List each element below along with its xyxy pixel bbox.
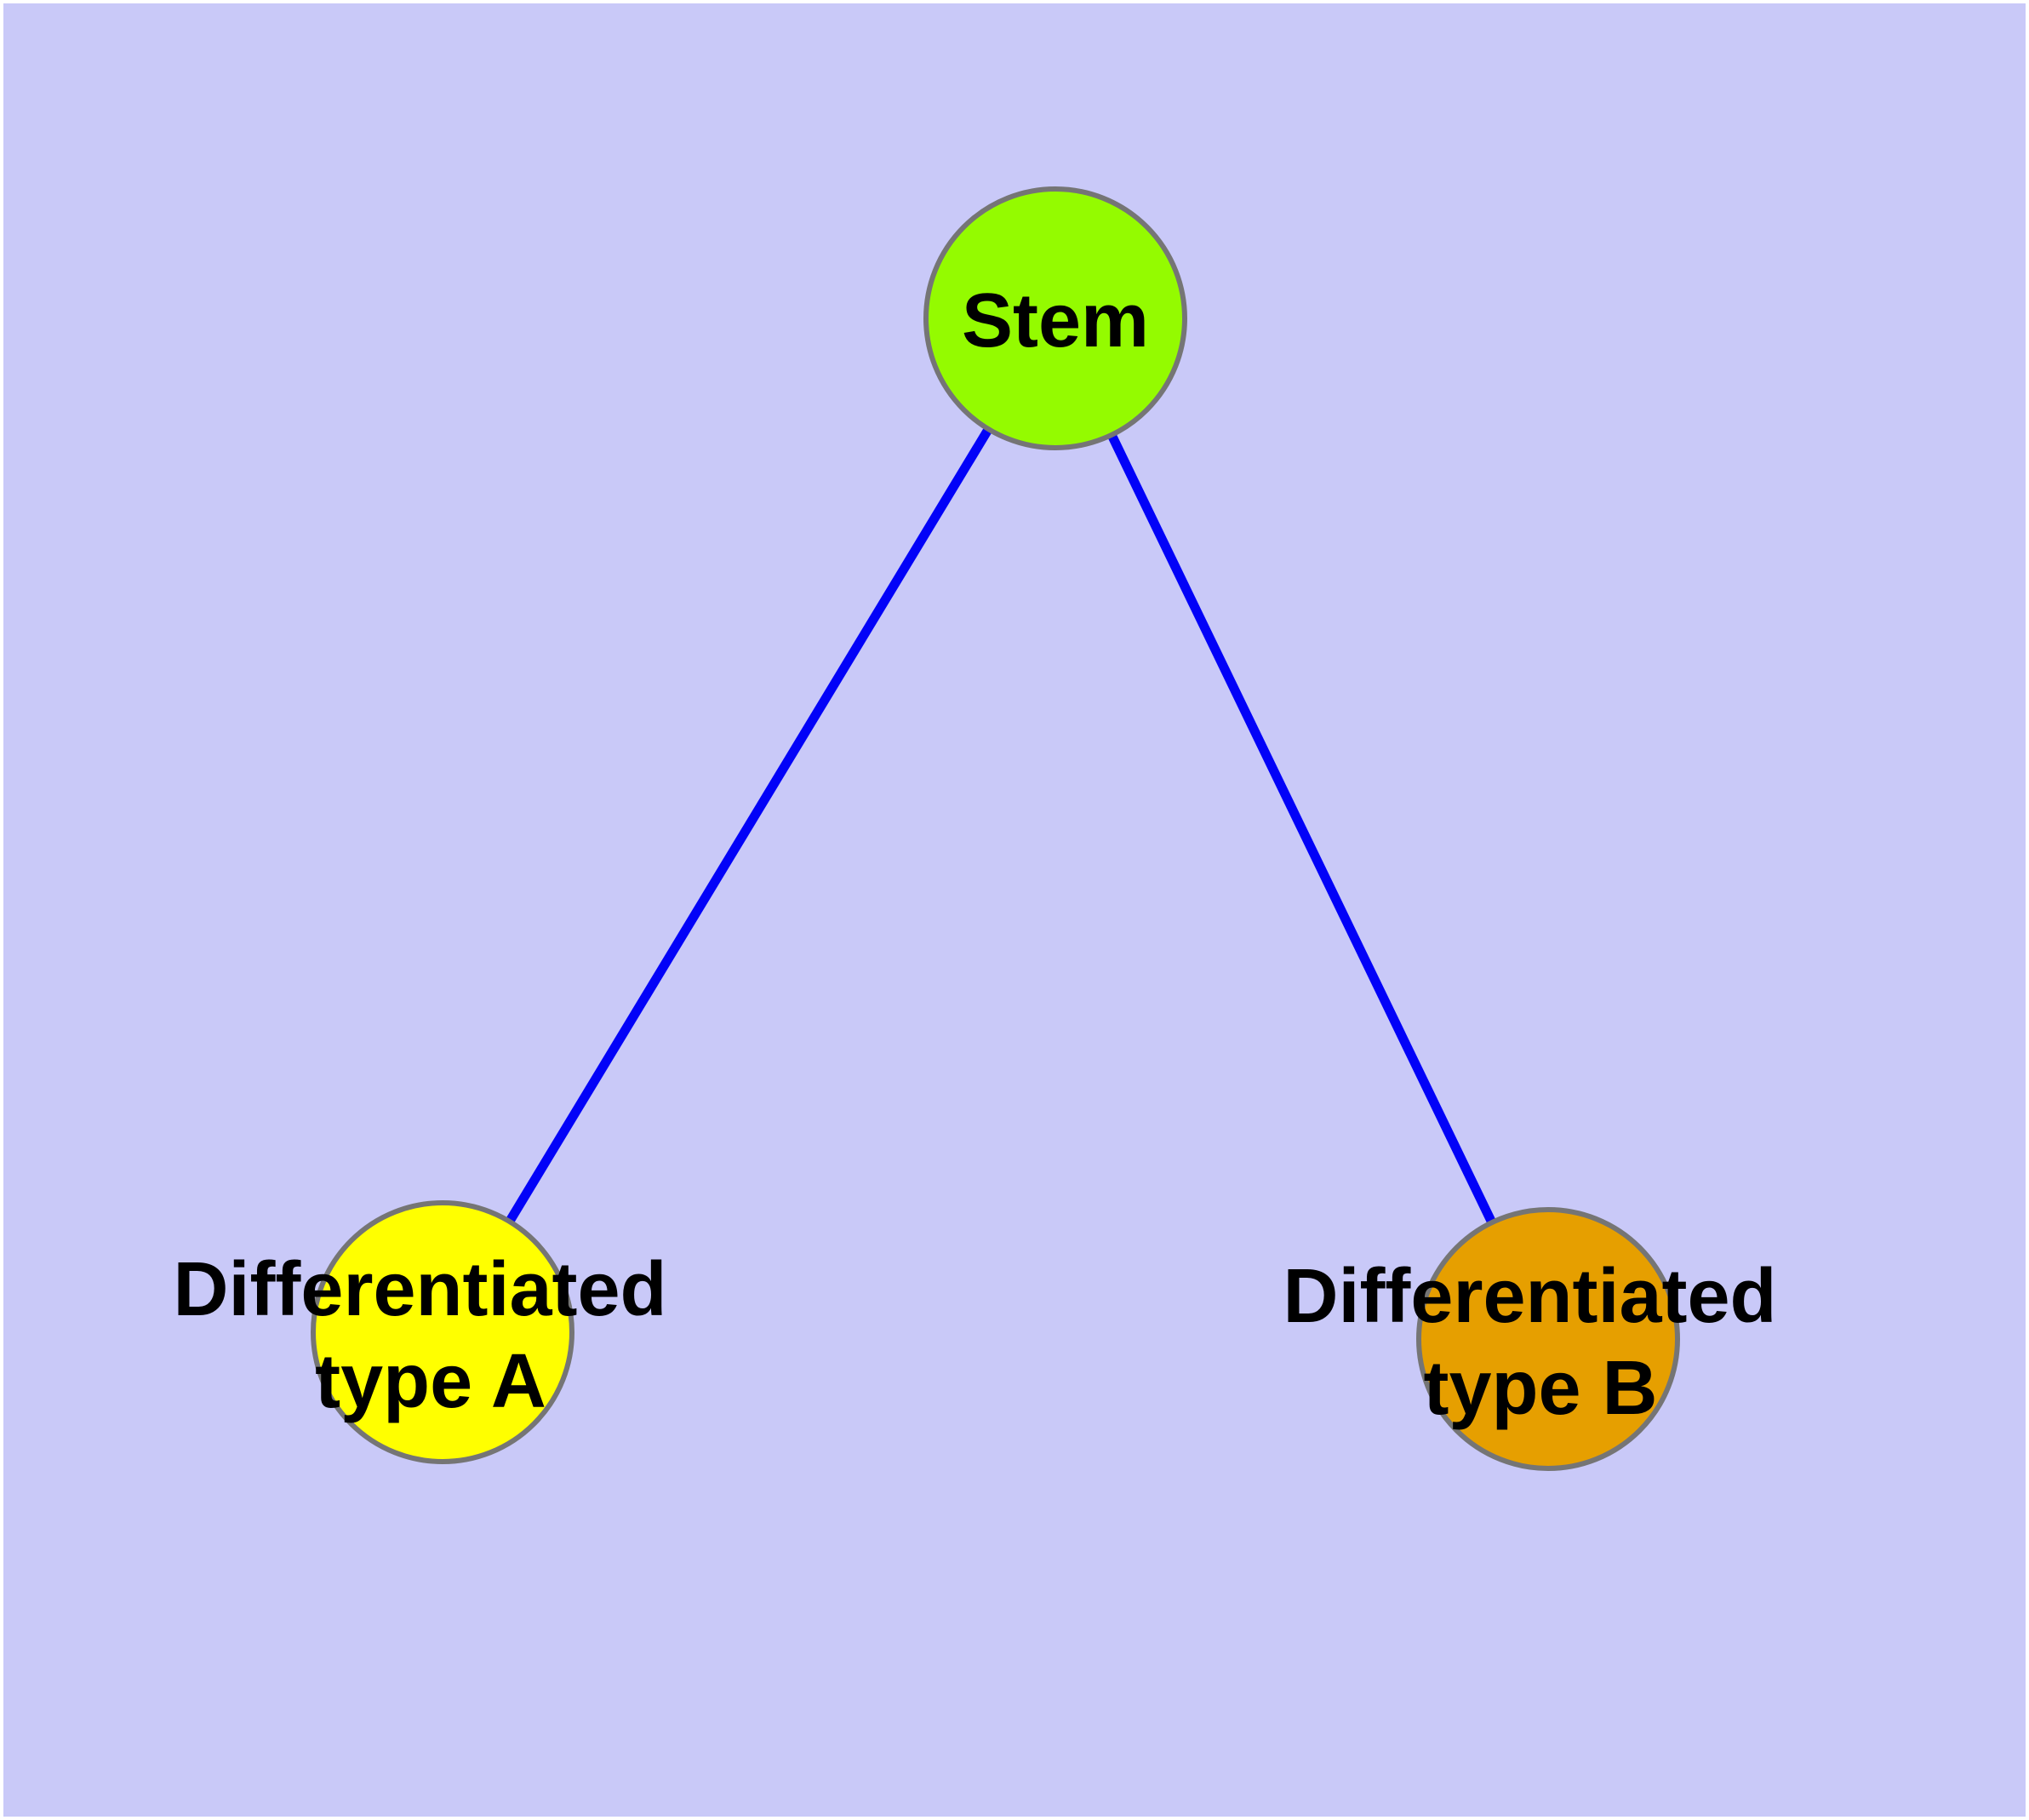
label-line-1: Differentiated	[173, 1247, 666, 1332]
node-label-stem: Stem	[962, 278, 1149, 363]
node-differentiated-type-b	[1416, 1207, 1680, 1471]
edge-stem-to-type-b	[1051, 316, 1552, 1342]
node-label-differentiated-type-b: Differentiated type B	[1283, 1254, 1798, 1431]
label-line-1: Differentiated	[1283, 1254, 1776, 1339]
label-line-2: type A	[315, 1339, 546, 1424]
node-differentiated-type-a	[311, 1200, 574, 1464]
edge-stem-to-type-a	[438, 316, 1060, 1335]
label-line-2: type B	[1423, 1346, 1657, 1431]
node-label-differentiated-type-a: Differentiated type A	[173, 1247, 688, 1424]
node-stem	[923, 186, 1187, 450]
